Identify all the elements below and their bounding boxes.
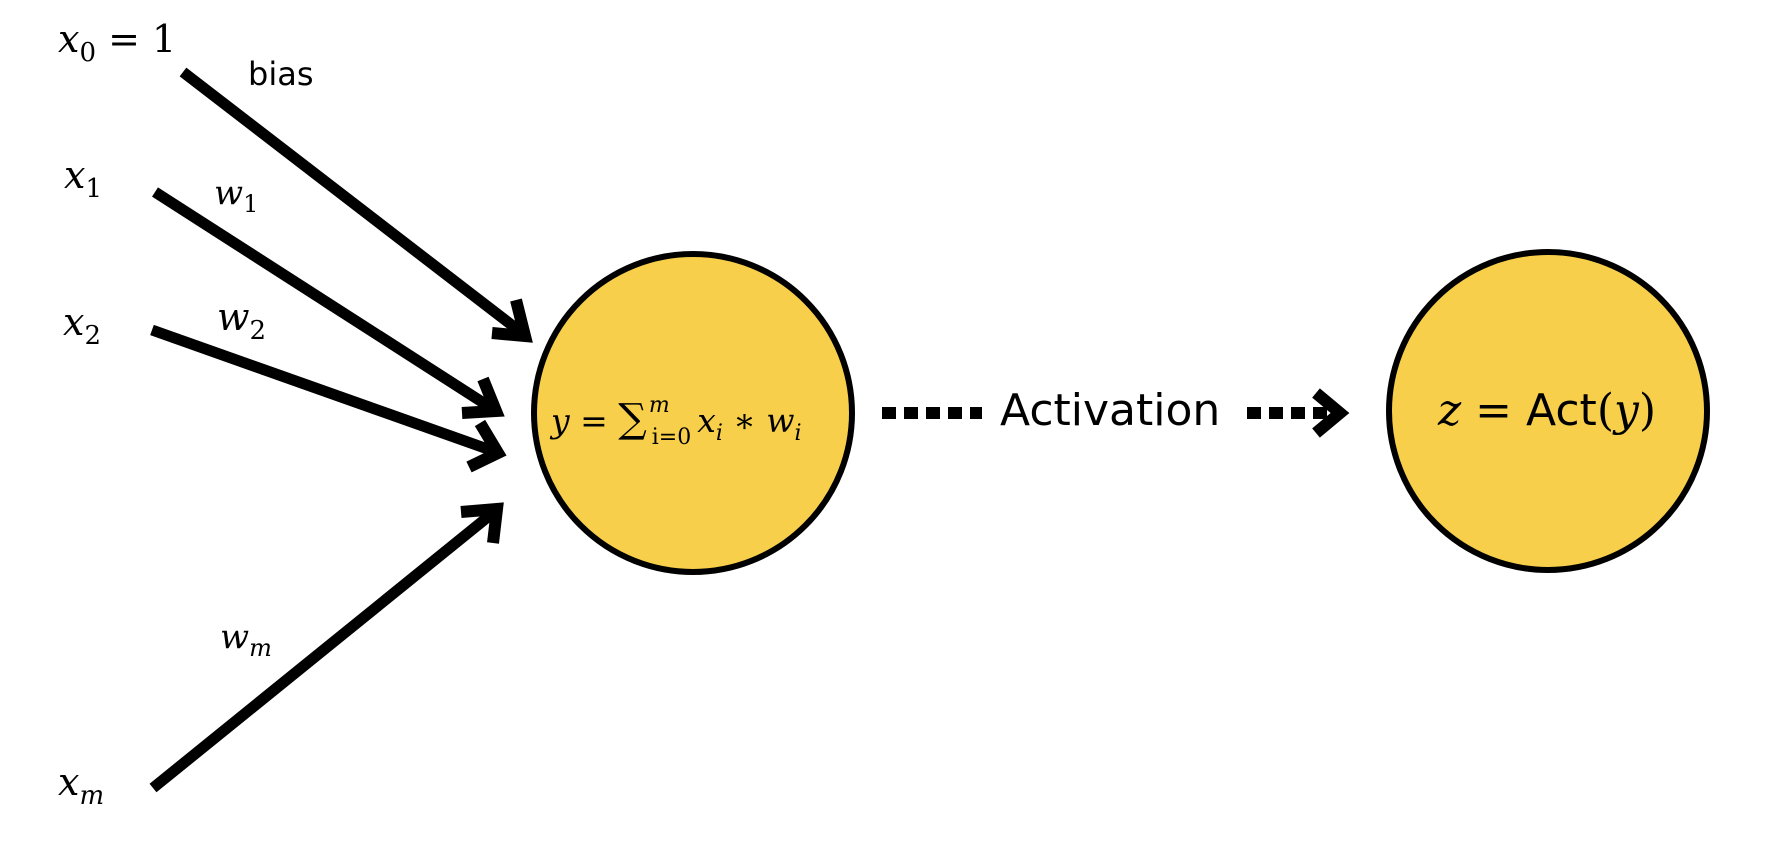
arrow-xm — [149, 502, 504, 793]
weight-label-w1: w1 — [214, 173, 258, 218]
activation-arrowhead — [1312, 388, 1350, 438]
output-node: z = Act(y) — [1386, 249, 1710, 573]
arrow-x2 — [150, 324, 507, 473]
output-node-circle — [1386, 249, 1710, 573]
sum-node-circle — [531, 251, 855, 575]
activation-label: Activation — [1000, 385, 1220, 436]
input-label-x1: x1 — [64, 153, 102, 204]
input-label-x2: x2 — [63, 300, 101, 351]
activation-connector: Activation — [882, 385, 1350, 438]
input-label-xm: xm — [58, 760, 104, 811]
weight-label-bias: bias — [248, 55, 313, 93]
weight-label-w2: w2 — [217, 295, 266, 346]
input-arrows — [149, 67, 533, 793]
arrow-bias — [179, 67, 533, 343]
weight-label-wm: wm — [220, 617, 272, 662]
output-node-formula: z = Act(y) — [1437, 385, 1656, 436]
input-label-x0: x0 = 1 — [58, 17, 176, 68]
arrow-x1 — [152, 187, 505, 419]
